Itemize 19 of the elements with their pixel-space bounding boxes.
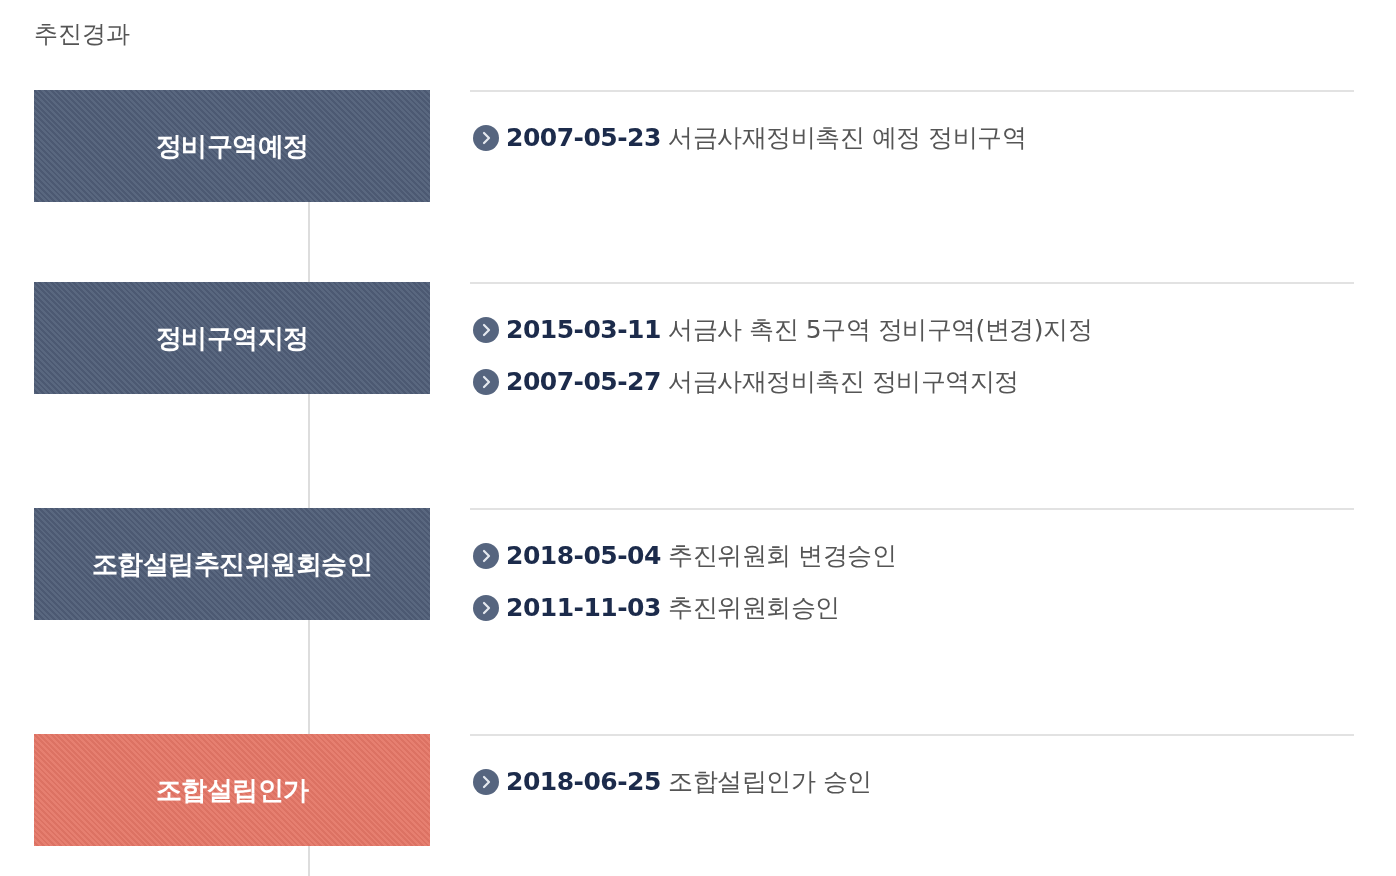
connector-line [308,393,310,509]
timeline-entry: 2015-03-11 서금사 촉진 5구역 정비구역(변경)지정 [506,314,1093,346]
stage-title: 조합설립인가 [155,774,309,807]
stage-box [34,734,430,846]
timeline-entry: 2018-05-04 추진위원회 변경승인 [506,540,897,572]
stage-box [34,90,430,202]
stage-title: 조합설립추진위원회승인 [91,548,373,581]
connector-line [308,619,310,735]
timeline-entry: 2011-11-03 추진위원회승인 [506,592,840,624]
stage-box [34,282,430,394]
connector-line [308,201,310,283]
timeline-entry: 2018-06-25 조합설립인가 승인 [506,766,872,798]
stage-title: 정비구역지정 [155,322,309,355]
stage-box [34,508,430,620]
timeline-entry: 2007-05-27 서금사재정비촉진 정비구역지정 [506,366,1019,398]
page-title: 추진경과 [34,19,130,50]
connector-line [308,845,310,876]
stage-title: 정비구역예정 [155,130,309,163]
timeline-entry: 2007-05-23 서금사재정비촉진 예정 정비구역 [506,122,1027,154]
